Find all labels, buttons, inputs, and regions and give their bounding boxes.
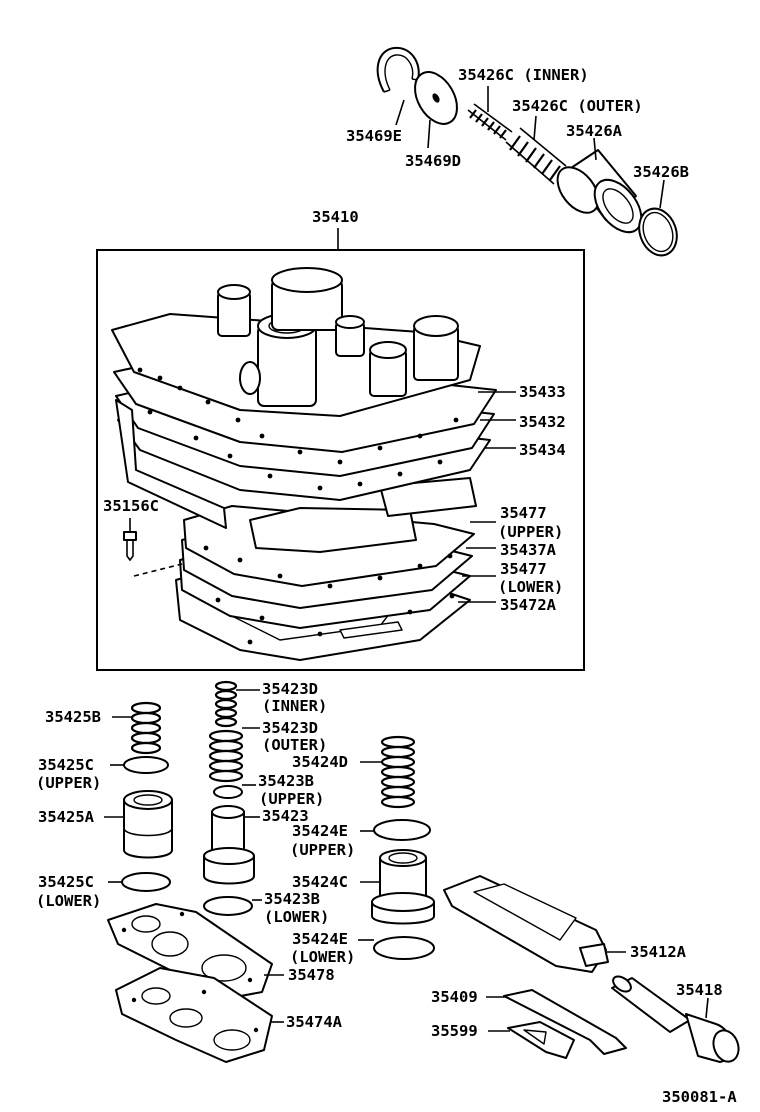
- label-35423d-outer-sub: (OUTER): [262, 736, 327, 754]
- leader-35426a: [593, 137, 597, 161]
- part-oring-35425c-upper: [123, 756, 169, 774]
- figure-code: 350081-A: [662, 1088, 737, 1106]
- label-35425b: 35425B: [45, 708, 101, 726]
- label-35423b-upper-sub: (UPPER): [259, 790, 324, 808]
- part-spring-35426c-inner: [467, 103, 513, 141]
- label-35477-upper-sub: (UPPER): [498, 523, 563, 541]
- part-valve-35418: [611, 975, 740, 1063]
- part-piston-35424c: [371, 849, 435, 925]
- label-35477-upper: 35477: [500, 504, 547, 522]
- label-35426b: 35426B: [633, 163, 689, 181]
- part-oring-35425c-lower: [121, 872, 171, 892]
- label-35424e-upper-sub: (UPPER): [290, 841, 355, 859]
- label-35423d-inner: 35423D: [262, 680, 318, 698]
- label-35424e-upper: 35424E: [292, 822, 348, 840]
- valve-body-assembly: [111, 267, 497, 661]
- part-spring-35423d-inner: [214, 680, 238, 728]
- label-35434: 35434: [519, 441, 566, 459]
- label-35423b-lower: 35423B: [264, 890, 320, 908]
- part-oring-35426b: [638, 207, 678, 257]
- part-spring-35599: [507, 1021, 575, 1059]
- part-oring-35423b-lower: [203, 896, 253, 916]
- part-spring-35409: [503, 989, 627, 1055]
- leader-35418: [705, 997, 709, 1019]
- label-35425c-lower-sub: (LOWER): [36, 892, 101, 910]
- label-35433: 35433: [519, 383, 566, 401]
- part-cover-35474a: [115, 967, 273, 1063]
- label-35469d: 35469D: [405, 152, 461, 170]
- label-35423d-outer: 35423D: [262, 719, 318, 737]
- label-35469e: 35469E: [346, 127, 402, 145]
- part-spring-35425b: [130, 701, 162, 755]
- label-35477-lower-sub: (LOWER): [498, 578, 563, 596]
- part-bolt-35156c: [123, 518, 183, 577]
- part-piston-35426a: [556, 149, 643, 234]
- label-35425c-lower: 35425C: [38, 873, 94, 891]
- label-35437a: 35437A: [500, 541, 557, 559]
- leader-35426b: [659, 179, 665, 209]
- label-35426c-outer: 35426C (OUTER): [512, 97, 643, 115]
- part-oring-35424e-lower: [373, 936, 435, 960]
- part-oring-35424e-upper: [373, 819, 431, 841]
- label-35423d-inner-sub: (INNER): [262, 697, 327, 715]
- label-35410: 35410: [312, 208, 359, 226]
- bolt-holes: [137, 367, 459, 645]
- label-35424d: 35424D: [292, 753, 348, 771]
- assembly-frame-35410: [96, 249, 585, 671]
- label-35423b-upper: 35423B: [258, 772, 314, 790]
- label-35412a: 35412A: [630, 943, 687, 961]
- part-oring-35423b-upper: [213, 785, 243, 799]
- frame-leaders: [458, 391, 516, 603]
- part-plate-35469d: [414, 71, 458, 125]
- label-35424e-lower-sub: (LOWER): [290, 948, 355, 966]
- part-spring-35423d-outer: [208, 729, 244, 783]
- label-35426a: 35426A: [566, 122, 623, 140]
- leader-35426c-outer: [533, 115, 537, 141]
- label-35425c-upper-sub: (UPPER): [36, 774, 101, 792]
- label-35477-lower: 35477: [500, 560, 547, 578]
- label-35478: 35478: [288, 966, 335, 984]
- label-35423: 35423: [262, 807, 309, 825]
- label-35599: 35599: [431, 1022, 478, 1040]
- part-piston-35425a: [123, 790, 173, 859]
- label-35472a: 35472A: [500, 596, 557, 614]
- part-spring-35426c-outer: [505, 127, 567, 185]
- label-35432: 35432: [519, 413, 566, 431]
- label-35474a: 35474A: [286, 1013, 343, 1031]
- label-35424c: 35424C: [292, 873, 348, 891]
- part-spring-35424d: [380, 735, 416, 809]
- part-cover-35412a: [443, 875, 609, 973]
- label-35423b-lower-sub: (LOWER): [264, 908, 329, 926]
- label-35424e-lower: 35424E: [292, 930, 348, 948]
- label-35156c: 35156C: [103, 497, 159, 515]
- label-35426c-inner: 35426C (INNER): [458, 66, 589, 84]
- leader-35469e: [395, 99, 405, 126]
- part-snap-ring-35469e: [376, 46, 420, 93]
- label-35425a: 35425A: [38, 808, 95, 826]
- part-gasket-35478: [107, 903, 273, 999]
- label-35409: 35409: [431, 988, 478, 1006]
- label-35418: 35418: [676, 981, 723, 999]
- leader-35469d: [427, 119, 431, 149]
- part-piston-35423: [203, 805, 255, 885]
- label-35425c-upper: 35425C: [38, 756, 94, 774]
